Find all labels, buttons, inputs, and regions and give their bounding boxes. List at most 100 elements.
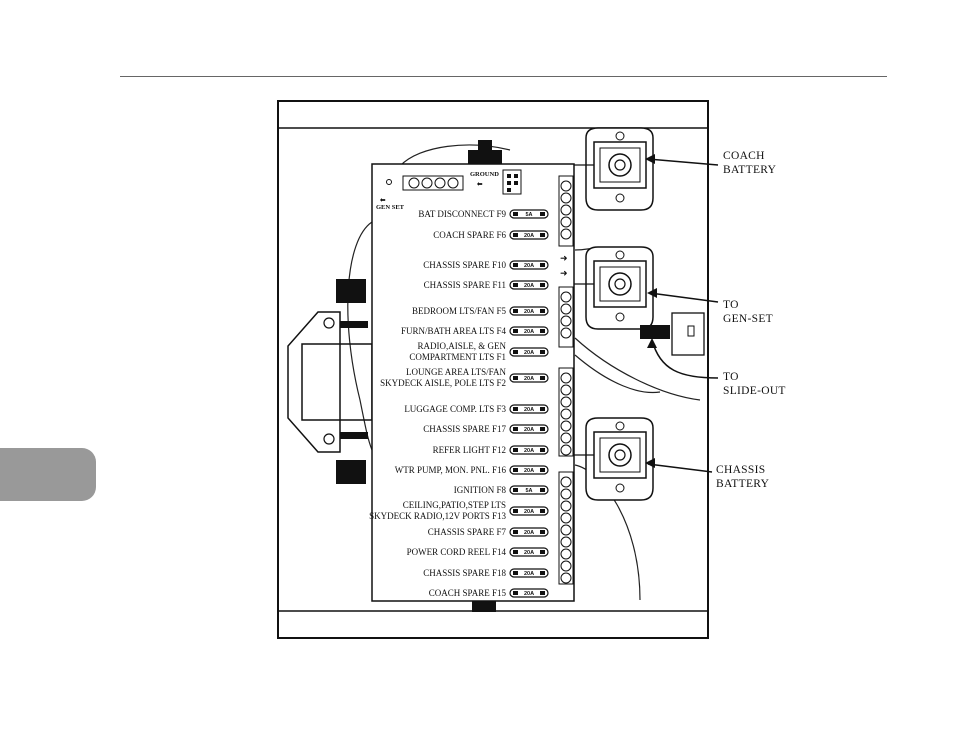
fuse-blade bbox=[513, 591, 518, 595]
fuse-label: BAT DISCONNECT F9 bbox=[418, 209, 506, 219]
chassis-battery-label-1: CHASSIS bbox=[716, 464, 765, 476]
fuse-label: COACH SPARE F15 bbox=[429, 588, 507, 598]
fuse-label: CEILING,PATIO,STEP LTS bbox=[403, 500, 506, 510]
to-slide-out-label-2: SLIDE-OUT bbox=[723, 385, 786, 397]
fuse-label: COACH SPARE F6 bbox=[433, 230, 506, 240]
coach-battery-label-1: COACH bbox=[723, 150, 765, 162]
terminal-dot bbox=[560, 476, 572, 488]
fuse-blade bbox=[540, 509, 545, 513]
fuse-blade bbox=[540, 233, 545, 237]
fuse-label: REFER LIGHT F12 bbox=[433, 445, 506, 455]
fuse-blade bbox=[540, 571, 545, 575]
terminal-dot bbox=[560, 488, 572, 500]
left-relay bbox=[287, 311, 373, 453]
fuse-blade bbox=[540, 468, 545, 472]
terminal-dot bbox=[560, 204, 572, 216]
fuse-body bbox=[509, 230, 549, 240]
fuse-row: COACH SPARE F15 20A bbox=[429, 588, 549, 598]
fuse-rating: 20A bbox=[524, 530, 534, 536]
ground-label: GROUND bbox=[470, 171, 499, 178]
fuse-rating: 20A bbox=[524, 591, 534, 597]
fuse-row: BEDROOM LTS/FAN F5 20A bbox=[412, 306, 549, 316]
board-top-terminals bbox=[386, 169, 522, 195]
fuse-rating: 20A bbox=[524, 233, 534, 239]
fuse-body bbox=[509, 445, 549, 455]
top-connector-cap bbox=[478, 140, 492, 150]
fuse-label: SKYDECK RADIO,12V PORTS F13 bbox=[369, 511, 506, 521]
fuse-blade bbox=[513, 468, 518, 472]
fuse-label: SKYDECK AISLE, POLE LTS F2 bbox=[380, 378, 506, 388]
fuse-blade bbox=[540, 283, 545, 287]
terminal-dot bbox=[560, 572, 572, 584]
fuse-label: CHASSIS SPARE F10 bbox=[423, 260, 506, 270]
fuse-blade bbox=[513, 309, 518, 313]
fuse-blade bbox=[513, 283, 518, 287]
fuse-label: CHASSIS SPARE F7 bbox=[428, 527, 507, 537]
fuse-blade bbox=[540, 530, 545, 534]
fuse-label: FURN/BATH AREA LTS F4 bbox=[401, 326, 506, 336]
fuse-body bbox=[509, 588, 549, 598]
fuse-label: COMPARTMENT LTS F1 bbox=[409, 352, 506, 362]
solenoid bbox=[574, 127, 654, 211]
fuse-rating: 20A bbox=[524, 283, 534, 289]
left-connector-bottom bbox=[336, 460, 366, 484]
fuse-label: WTR PUMP, MON. PNL. F16 bbox=[395, 465, 507, 475]
fuse-blade bbox=[513, 509, 518, 513]
terminal-dot bbox=[560, 548, 572, 560]
fuse-rating: 20A bbox=[524, 509, 534, 515]
terminal-dots bbox=[560, 180, 572, 584]
fuse-blade bbox=[540, 427, 545, 431]
to-gen-set-label-1: TO bbox=[723, 299, 739, 311]
fuse-label: CHASSIS SPARE F18 bbox=[423, 568, 506, 578]
fuse-label: LUGGAGE COMP. LTS F3 bbox=[404, 404, 506, 414]
fuse-blade bbox=[540, 448, 545, 452]
terminal-dot bbox=[560, 315, 572, 327]
terminal-dot bbox=[560, 500, 572, 512]
fuse-body bbox=[509, 347, 549, 357]
chassis-battery-label-2: BATTERY bbox=[716, 478, 770, 490]
fuse-row: IGNITION F8 5A bbox=[454, 485, 549, 495]
ground-arrow-icon: ⬅ bbox=[476, 181, 483, 188]
fuse-rating: 20A bbox=[524, 550, 534, 556]
gen-set-arrow-icon: ⬅ bbox=[379, 197, 386, 204]
chapter-tab bbox=[0, 448, 96, 501]
fuse-rating: 20A bbox=[524, 309, 534, 315]
fuse-rating: 20A bbox=[524, 329, 534, 335]
fuse-rating: 5A bbox=[525, 488, 532, 494]
terminal-dot bbox=[560, 327, 572, 339]
terminal-dot bbox=[560, 524, 572, 536]
fuse-blade bbox=[513, 427, 518, 431]
fuse-blade bbox=[513, 212, 518, 216]
terminal-dot bbox=[560, 180, 572, 192]
fuse-row: FURN/BATH AREA LTS F4 20A bbox=[401, 326, 549, 336]
fuse-rating: 20A bbox=[524, 350, 534, 356]
fuse-body bbox=[509, 404, 549, 414]
terminal-dot bbox=[560, 420, 572, 432]
fuse-label: BEDROOM LTS/FAN F5 bbox=[412, 306, 507, 316]
terminal-dot bbox=[560, 228, 572, 240]
fuse-blade bbox=[540, 309, 545, 313]
fuse-body bbox=[509, 506, 549, 516]
solenoid bbox=[574, 246, 654, 330]
terminal-dot bbox=[560, 560, 572, 572]
fuse-blade bbox=[513, 488, 518, 492]
fuse-rating: 20A bbox=[524, 427, 534, 433]
terminal-dot bbox=[560, 396, 572, 408]
fuse-blade bbox=[540, 212, 545, 216]
fuse-blade bbox=[540, 550, 545, 554]
fuse-rating: 20A bbox=[524, 407, 534, 413]
coach-battery-arrowhead bbox=[645, 154, 655, 164]
fuse-label: IGNITION F8 bbox=[454, 485, 507, 495]
fuse-body bbox=[509, 306, 549, 316]
fuse-body bbox=[509, 280, 549, 290]
gen-set-arrowhead bbox=[647, 288, 657, 298]
fuse-row: CHASSIS SPARE F7 20A bbox=[428, 527, 549, 537]
left-stud-upper bbox=[340, 321, 368, 328]
